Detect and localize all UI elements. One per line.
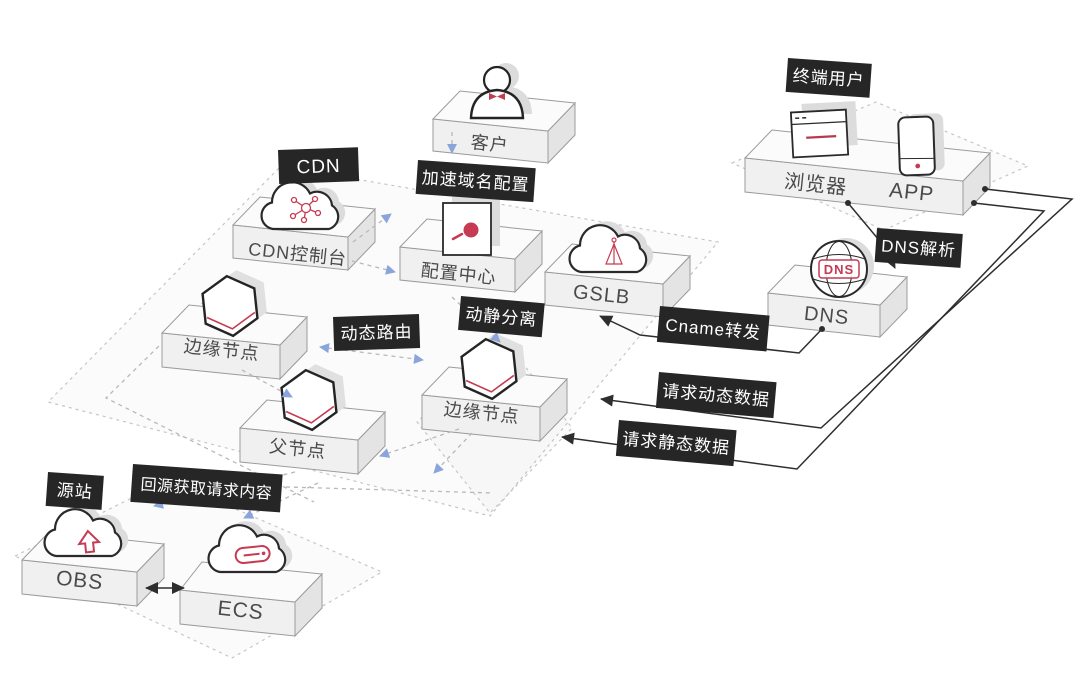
svg-text:终端用户: 终端用户 — [792, 66, 865, 90]
browser-window-icon — [789, 101, 858, 159]
svg-text:源站: 源站 — [56, 481, 93, 502]
platform-config-center: 配置中心 — [398, 196, 544, 294]
label-request-dynamic-data: 请求动态数据 — [655, 372, 777, 419]
hexagon-node-icon — [460, 333, 526, 401]
platform-customer: 客户 — [431, 63, 577, 165]
platform-edge-node-center: 边缘节点 — [420, 333, 569, 443]
link-edge-center-to-parent — [379, 428, 460, 458]
svg-text:动态路由: 动态路由 — [340, 322, 413, 344]
svg-text:CDN: CDN — [296, 156, 341, 179]
link-edge-left-to-parent — [241, 369, 293, 398]
label-origin-site: 源站 — [45, 472, 104, 510]
smartphone-icon — [897, 113, 945, 177]
ecs-label: ECS — [217, 597, 265, 625]
platform-parent-node: 父节点 — [238, 364, 387, 476]
app-label: APP — [888, 179, 935, 207]
customer-label: 客户 — [470, 132, 510, 156]
upload-arrow-glyph — [77, 529, 102, 554]
hexagon-node-icon — [280, 364, 346, 432]
label-terminal-user: 终端用户 — [785, 58, 872, 98]
hex-red-band — [285, 405, 335, 424]
config-tail — [451, 232, 464, 241]
hex-red-band — [206, 311, 256, 330]
person-icon — [469, 63, 532, 120]
platform-cdn-console: CDN控制台 — [231, 178, 377, 272]
platform-obs: OBS — [20, 505, 166, 608]
obs-label: OBS — [55, 567, 105, 595]
link-parent-to-ecs — [243, 482, 319, 519]
label-dynamic-routing: 动态路由 — [333, 313, 421, 351]
flow-labels: CDN 终端用户 加速域名配置 DNS解析 Cname转发 动静分离 动态路由 — [45, 58, 963, 513]
label-cname-forwarding: Cname转发 — [656, 306, 770, 352]
platform-ecs: ECS — [179, 521, 324, 638]
label-dns-resolution: DNS解析 — [874, 228, 963, 268]
label-origin-fetch-content: 回源获取请求内容 — [130, 464, 283, 513]
bowtie — [489, 93, 505, 100]
config-dot — [463, 222, 479, 238]
hexagon-node-icon — [201, 270, 267, 338]
phone-home-dot — [915, 163, 921, 169]
document-config-icon — [442, 196, 500, 256]
platform-edge-node-left: 边缘节点 — [160, 270, 309, 381]
cloud-network-icon — [260, 178, 346, 231]
dns-globe-text: DNS — [824, 262, 854, 277]
cloud-server-icon — [207, 521, 293, 574]
label-dynamic-static-separation: 动静分离 — [458, 296, 545, 338]
label-request-static-data: 请求静态数据 — [615, 420, 737, 467]
label-cdn: CDN — [278, 147, 360, 184]
browser-red-line — [806, 135, 837, 139]
network-glyph — [289, 195, 322, 224]
label-accelerate-domain-config: 加速域名配置 — [415, 160, 536, 203]
cloud-upload-icon — [43, 505, 129, 558]
hex-red-band — [465, 374, 515, 393]
dns-label: DNS — [803, 303, 850, 330]
region-origin-site-outline — [13, 479, 384, 659]
link-edge-center-origin-pull — [433, 432, 473, 474]
server-capsule-glyph — [234, 545, 271, 565]
